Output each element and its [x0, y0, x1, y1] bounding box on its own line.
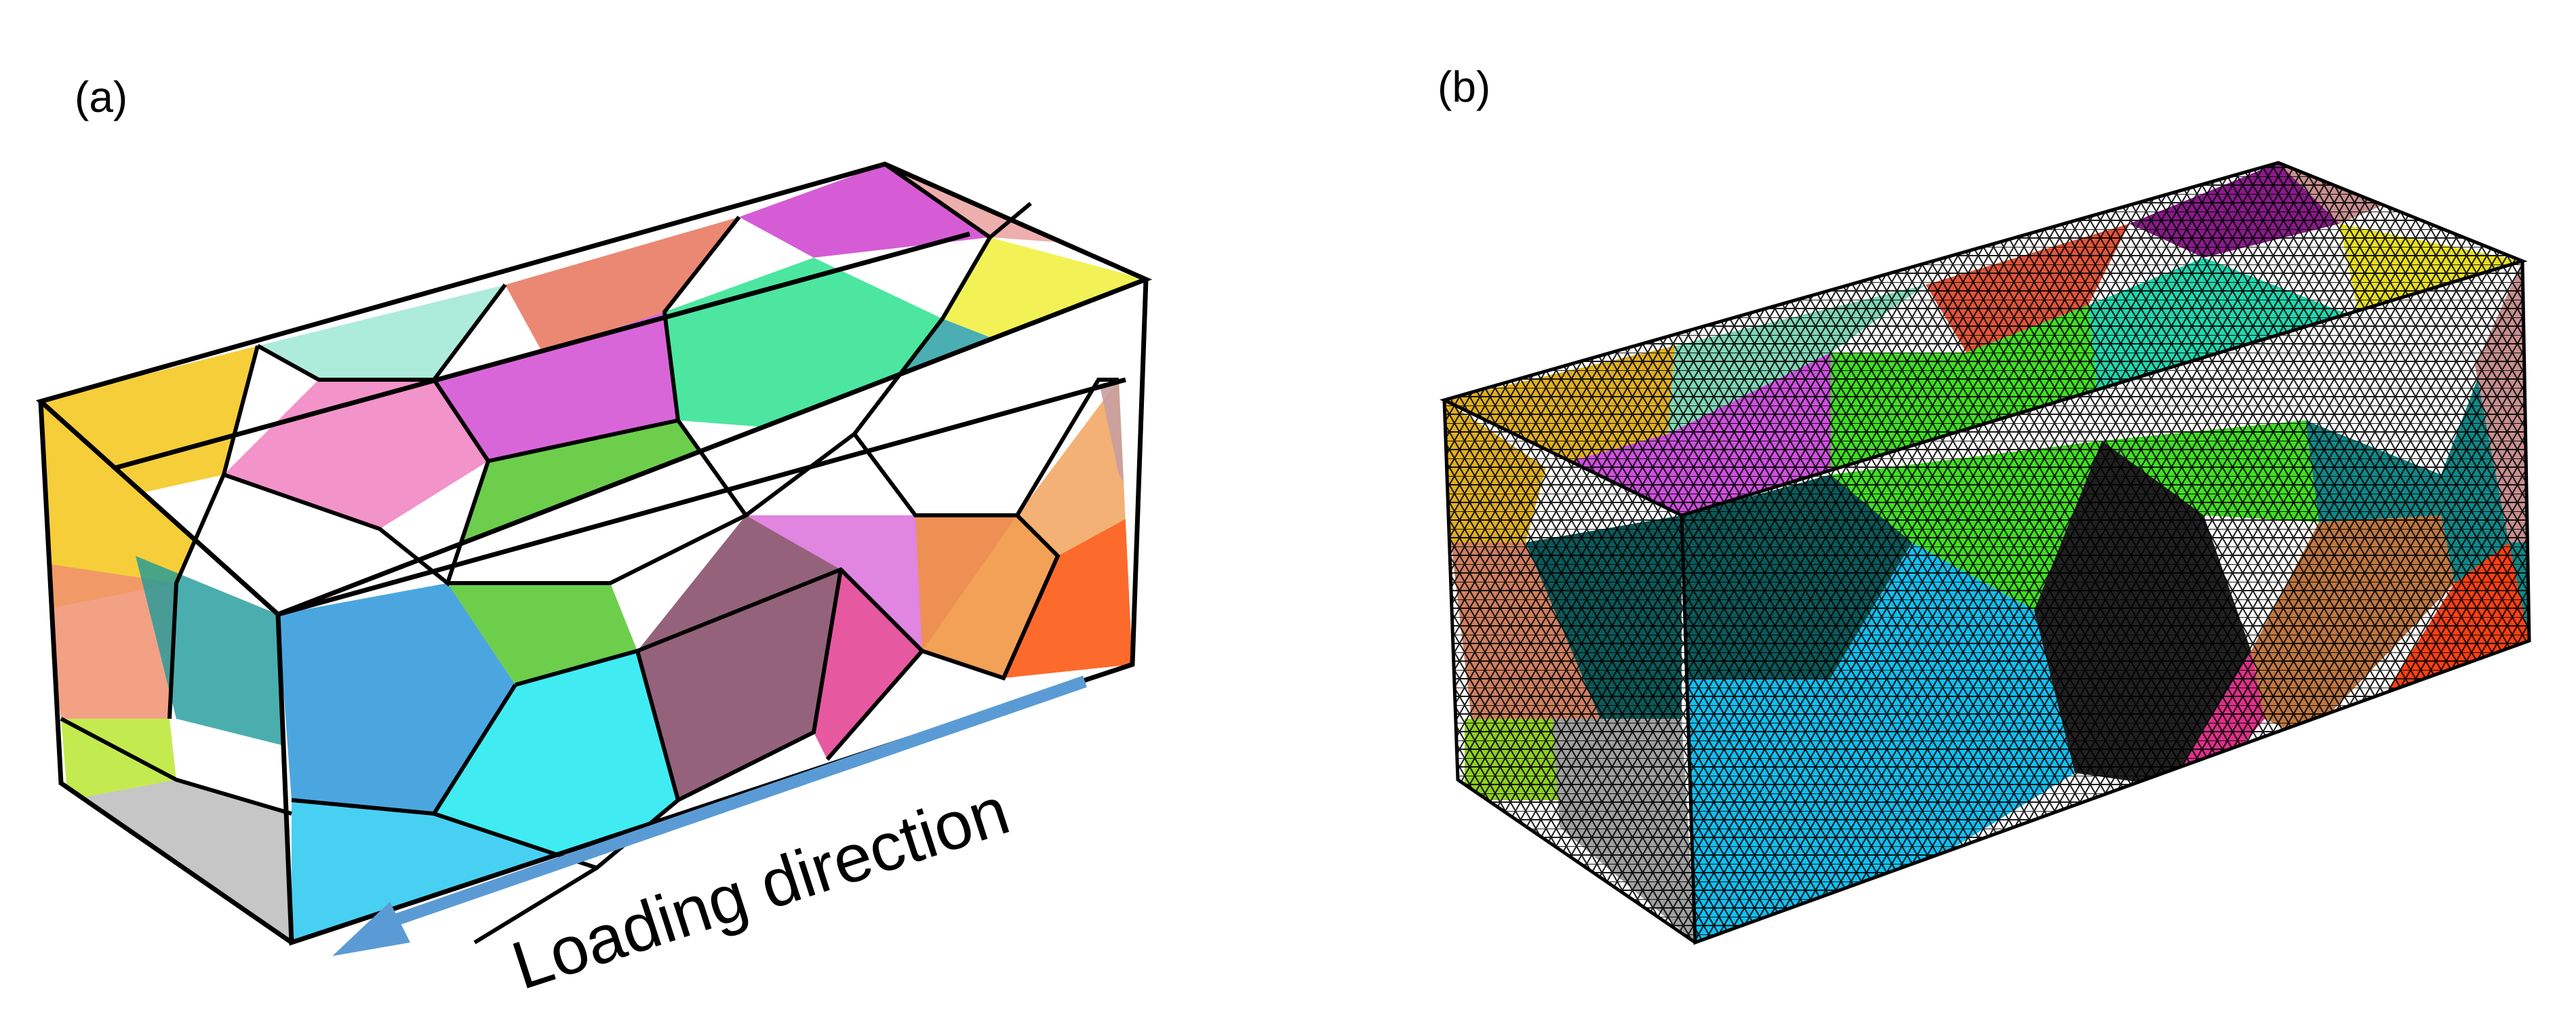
arrow-head [332, 902, 410, 956]
grain [41, 401, 224, 610]
panel-label-b: (b) [1438, 62, 1490, 111]
grain [915, 515, 1058, 678]
grain [637, 515, 841, 800]
grain [258, 285, 505, 380]
grain [41, 563, 176, 719]
grain [739, 164, 990, 258]
grain [224, 380, 488, 529]
grain [505, 217, 739, 353]
arrow-shaft [368, 675, 1087, 935]
grain [278, 583, 515, 814]
loading-direction-arrow [332, 675, 1087, 956]
panel-label-a: (a) [75, 73, 127, 121]
grain [943, 237, 1146, 380]
box-outline [35, 161, 1153, 946]
grain [814, 570, 922, 759]
mesh-box-outline [1440, 161, 2531, 945]
panel-b-mesh-box [1440, 161, 2531, 945]
grain [61, 719, 176, 800]
grain [136, 556, 285, 746]
grain-boundaries [60, 162, 1119, 945]
grain [665, 258, 943, 434]
front-face-grains [278, 380, 1132, 942]
grain [434, 651, 678, 868]
grain [1004, 515, 1132, 678]
grain [448, 583, 637, 685]
grain [434, 312, 678, 461]
